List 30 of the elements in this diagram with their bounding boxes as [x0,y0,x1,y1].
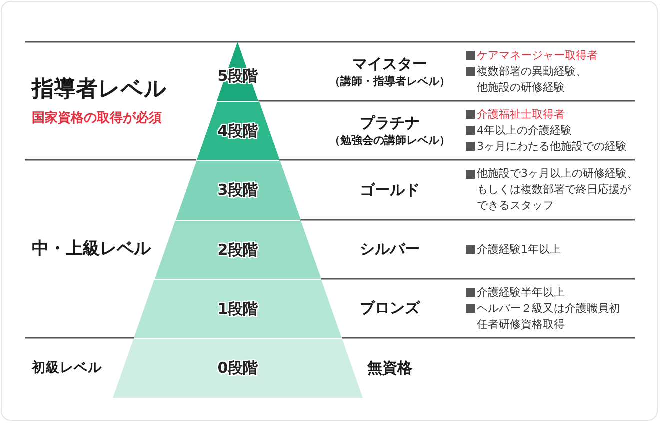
pyramid-band [113,338,363,398]
rank-name: シルバー [360,240,420,259]
requirement-note: 国家資格の取得が必須 [32,110,162,126]
requirement-item: 複数部署の異動経験、他施設の研修経験 [477,64,588,96]
requirement-item: 他施設で3ヶ月以上の研修経験、もしくは複数部署で終日応援ができるスタッフ [477,166,639,214]
rank-name: ゴールド [360,180,420,200]
level-heading: 初級レベル [32,359,102,377]
rank-name: 無資格 [368,358,412,378]
level-heading: 指導者レベル [32,76,167,104]
requirement-item: ケアマネージャー取得者 [477,48,599,64]
stage-label: 3段階 [218,181,258,199]
rank-subtitle: （勉強会の講師レベル） [330,132,450,148]
rank-name: プラチナ [360,114,420,132]
requirement-item: 4年以上の介護経験 [477,122,573,138]
level-heading: 中・上級レベル [32,238,151,260]
requirement-item: 介護福祉士取得者 [477,106,566,122]
stage-label: 1段階 [218,300,258,318]
requirement-item: ヘルパー２級又は介護職員初任者研修資格取得 [477,300,621,332]
stage-label: 4段階 [218,122,258,140]
requirement-item: 介護経験半年以上 [477,284,566,300]
pyramid-band [196,101,280,160]
stage-label: 2段階 [218,240,258,258]
stage-label: 0段階 [218,359,258,377]
rank-name: マイスター [352,54,428,74]
pyramid-band [176,160,300,220]
rank-subtitle: （講師・指導者レベル） [330,74,450,88]
requirement-item: 3ヶ月にわたる他施設での経験 [477,138,627,154]
rank-name: ブロンズ [360,299,420,318]
pyramid-band [154,220,322,279]
requirement-item: 介護経験1年以上 [477,242,562,258]
